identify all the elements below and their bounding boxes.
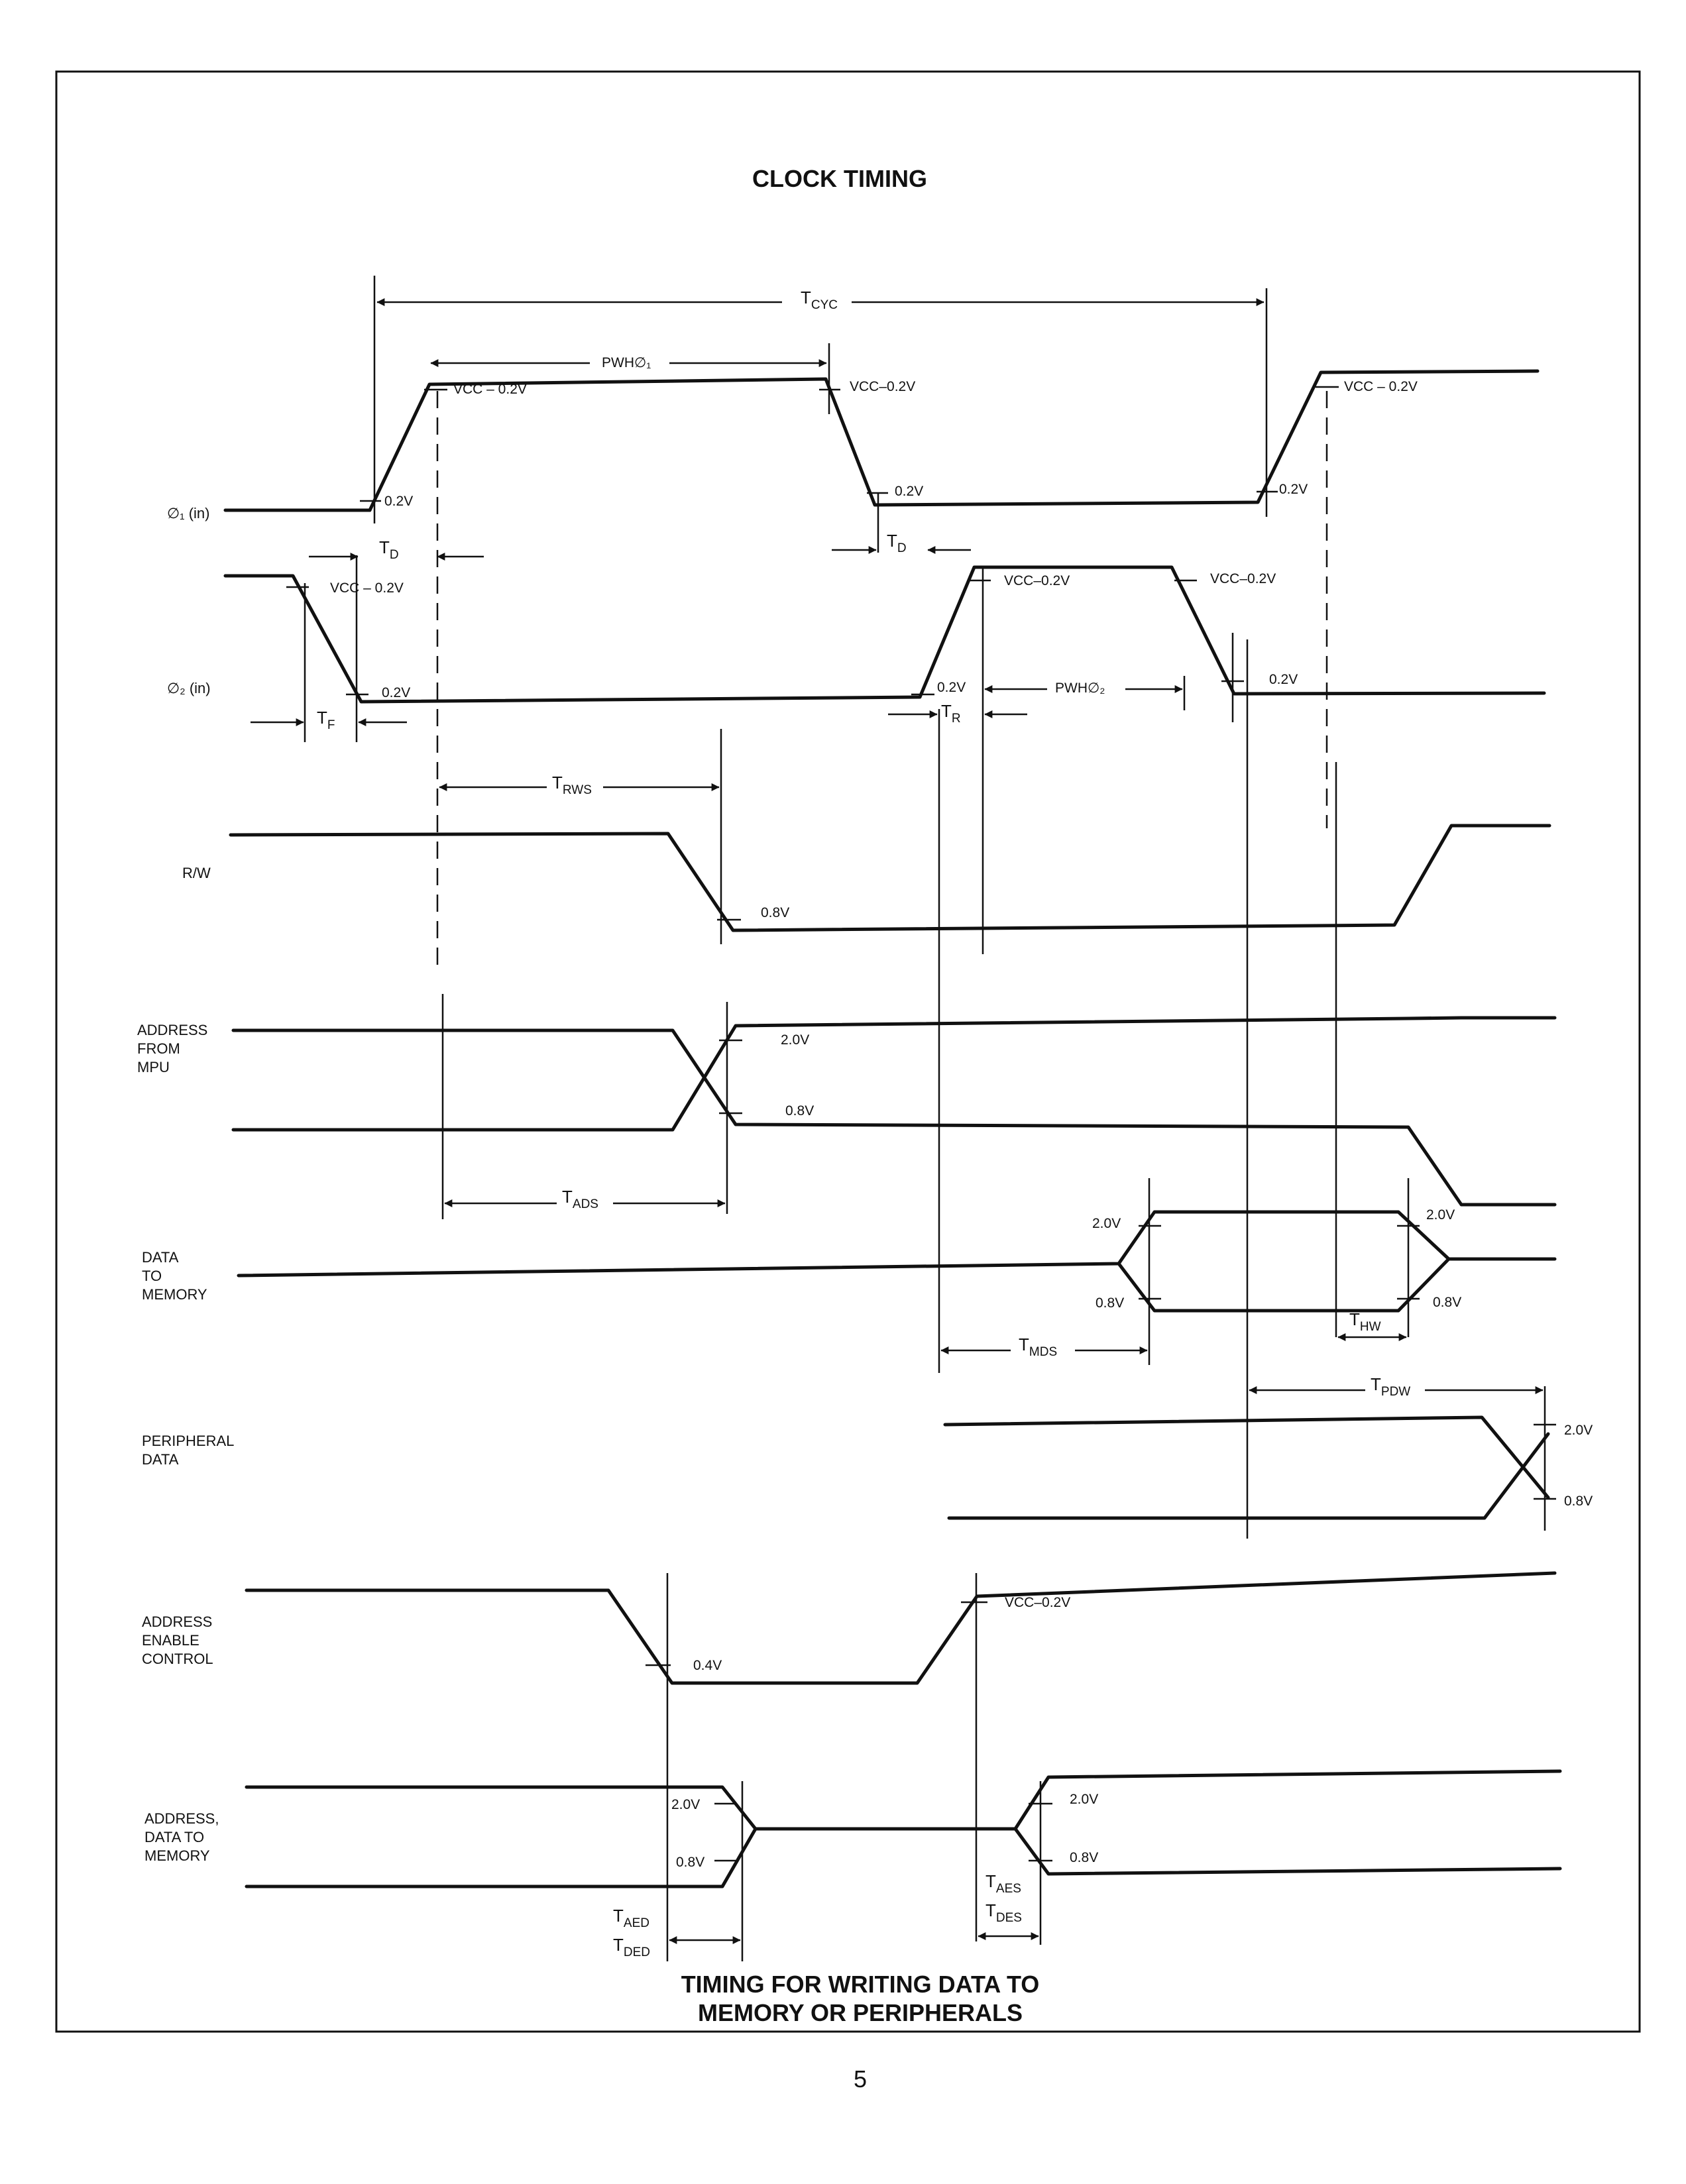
level-label: 0.8V <box>676 1855 704 1870</box>
level-label: 2.0V <box>1564 1423 1593 1438</box>
level-label: 0.4V <box>693 1658 722 1673</box>
signal-label-data-to-memory: DATA TO MEMORY <box>142 1249 207 1303</box>
signal-label-address-mpu: ADDRESS FROM MPU <box>137 1022 211 1075</box>
level-label: 0.8V <box>1433 1295 1461 1310</box>
timing-label-taes: TAES <box>985 1871 1021 1896</box>
timing-label-tads: TADS <box>562 1187 598 1211</box>
data-to-memory-low <box>1117 1257 1451 1313</box>
footer-caption-line2: MEMORY OR PERIPHERALS <box>698 1999 1023 2026</box>
timing-label-tcyc: TCYC <box>801 288 838 312</box>
level-label: 0.8V <box>785 1103 814 1119</box>
level-label: 0.8V <box>1564 1494 1593 1509</box>
level-label: 0.2V <box>1279 482 1308 497</box>
level-label: 0.8V <box>1070 1850 1098 1865</box>
page-frame <box>55 70 1641 2033</box>
timing-label-taed: TAED <box>613 1906 649 1930</box>
level-label: 2.0V <box>1426 1207 1455 1223</box>
signal-label-address-enable-control: ADDRESS ENABLE CONTROL <box>142 1613 216 1667</box>
level-label: 2.0V <box>781 1032 809 1048</box>
level-label: 0.8V <box>1096 1295 1124 1311</box>
page-title: CLOCK TIMING <box>752 165 927 192</box>
signal-label-rw: R/W <box>182 865 211 881</box>
level-label: 0.2V <box>1269 672 1298 687</box>
timing-label-trws: TRWS <box>552 773 592 797</box>
address-data-memory-low-right <box>1013 1827 1562 1876</box>
phi1-waveform <box>223 369 1540 512</box>
level-label: 0.2V <box>937 680 966 695</box>
timing-label-tr: TR <box>941 701 961 726</box>
address-data-memory-high <box>245 1769 1562 1831</box>
address-enable-control-waveform <box>245 1571 1557 1685</box>
signal-label-phi1: ∅₁ (in) <box>167 505 209 521</box>
level-label: 2.0V <box>1070 1792 1098 1807</box>
level-label: 0.2V <box>382 685 410 700</box>
level-label: VCC – 0.2V <box>330 580 404 596</box>
level-label: 0.8V <box>761 905 789 920</box>
signal-label-address-data-memory: ADDRESS, DATA TO MEMORY <box>144 1810 223 1864</box>
timing-label-td: TD <box>379 537 399 562</box>
signal-label-peripheral-data: PERIPHERAL DATA <box>142 1433 238 1468</box>
timing-label-tdes: TDES <box>985 1900 1022 1925</box>
address-mpu-low <box>231 1016 1557 1132</box>
level-label: 0.2V <box>384 494 413 509</box>
address-data-memory-low <box>245 1827 758 1888</box>
level-label: VCC–0.2V <box>850 379 915 394</box>
level-label: VCC – 0.2V <box>453 382 527 397</box>
phi2-waveform <box>223 565 1546 704</box>
peripheral-data-low <box>947 1432 1550 1520</box>
peripheral-data-high <box>943 1415 1550 1500</box>
timing-label-pwh2: PWH∅₂ <box>1055 681 1105 696</box>
level-label: VCC–0.2V <box>1005 1595 1070 1610</box>
page-number: 5 <box>854 2065 867 2093</box>
timing-label-thw: THW <box>1349 1309 1381 1334</box>
level-label: VCC – 0.2V <box>1344 379 1418 394</box>
level-label: 2.0V <box>1092 1216 1121 1231</box>
timing-label-pwh1: PWH∅₁ <box>602 355 651 370</box>
level-label: VCC–0.2V <box>1210 571 1276 586</box>
level-label: VCC–0.2V <box>1004 573 1070 588</box>
level-label: 2.0V <box>671 1797 700 1812</box>
address-mpu-high <box>231 1028 1557 1207</box>
level-label: 0.2V <box>895 484 923 499</box>
data-to-memory-waveform <box>237 1210 1557 1278</box>
timing-label-tf: TF <box>317 708 335 732</box>
footer-caption-line1: TIMING FOR WRITING DATA TO <box>681 1971 1040 1998</box>
timing-label-tpdw: TPDW <box>1371 1374 1410 1399</box>
signal-label-phi2: ∅₂ (in) <box>167 680 211 696</box>
timing-label-td: TD <box>887 531 907 555</box>
rw-waveform <box>229 824 1551 932</box>
timing-label-tmds: TMDS <box>1019 1335 1057 1359</box>
timing-label-tded: TDED <box>613 1935 650 1959</box>
